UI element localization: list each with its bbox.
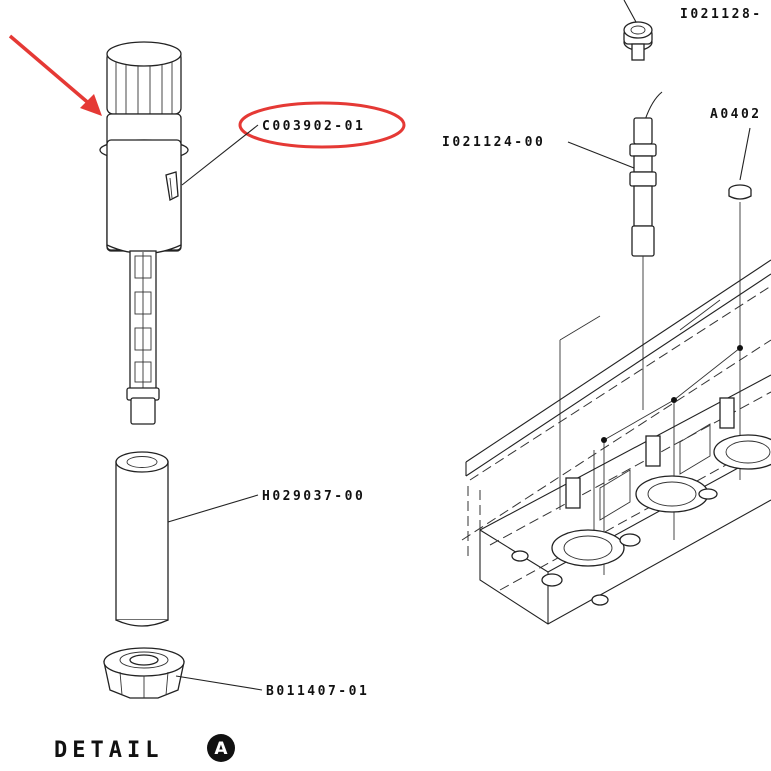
tube: [115, 451, 169, 627]
leader-c003902: [181, 124, 259, 186]
filter-housing: [99, 113, 189, 255]
label-b011407: B011407-01: [266, 684, 369, 699]
leader-b011407: [175, 675, 263, 691]
manifold-back-panel: [461, 259, 771, 566]
leader-i021124: [567, 141, 635, 169]
plug: [728, 127, 752, 200]
filter-cap: [106, 41, 182, 115]
highlight-arrow: [8, 34, 102, 116]
sensor-probe: [629, 91, 663, 257]
guide-lines: [559, 202, 743, 575]
manifold-base: [479, 374, 771, 625]
highlight-ellipse: [238, 101, 406, 149]
label-h029037: H029037-00: [262, 489, 365, 504]
label-i021124: I021124-00: [442, 135, 545, 150]
nut: [103, 647, 185, 699]
top-fitting: [623, 0, 653, 61]
filter-strainer: [126, 250, 160, 425]
label-c003902: C003902-01: [262, 119, 365, 134]
detail-badge-letter: A: [214, 739, 228, 759]
label-a0402: A0402: [710, 107, 762, 122]
detail-caption: DETAIL: [54, 738, 163, 763]
label-i021128: I021128-: [680, 7, 763, 22]
detail-badge: [207, 734, 235, 762]
leader-h029037: [167, 494, 259, 523]
